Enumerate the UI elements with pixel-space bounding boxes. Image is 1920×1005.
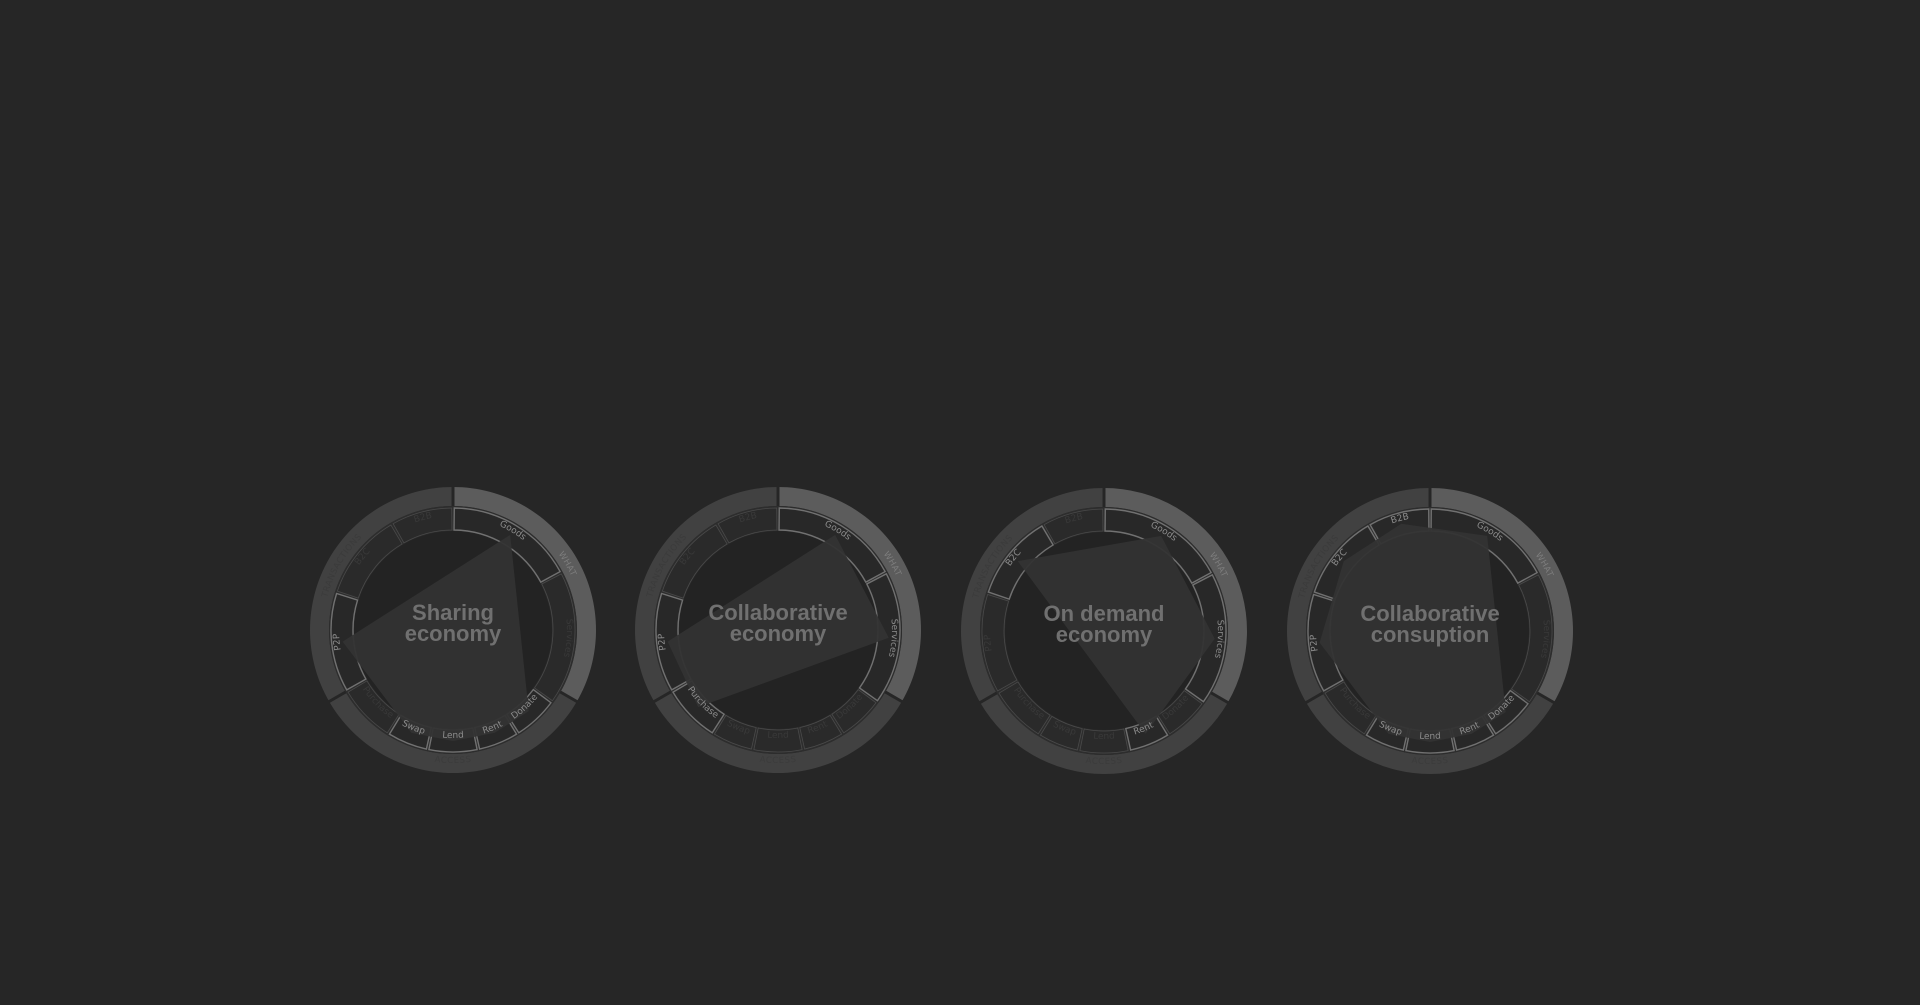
segment-b2b xyxy=(717,507,778,544)
what-ring-arc xyxy=(453,487,596,702)
transactions-ring-arc xyxy=(1287,487,1430,703)
ring-divider xyxy=(978,691,999,705)
ring-divider xyxy=(1304,691,1325,705)
segment-label-lend: Lend xyxy=(1419,731,1441,742)
dial-sharing-economy: GoodsServicesDonateRentLendSwapPurchaseP… xyxy=(310,486,596,773)
dial-collaborative-economy: GoodsServicesDonateRentLendSwapPurchaseP… xyxy=(635,486,921,773)
coverage-polygon xyxy=(667,534,889,708)
axis-label-access: ACCESS xyxy=(759,754,797,765)
segment-label-p2p: P2P xyxy=(657,633,669,651)
coverage-polygon xyxy=(1319,523,1506,742)
segment-label-b2b: B2B xyxy=(413,511,433,525)
dial-title-line: economy xyxy=(405,621,502,646)
ring-divider xyxy=(327,690,348,704)
dial-on-demand-economy: GoodsServicesDonateRentLendSwapPurchaseP… xyxy=(961,487,1247,775)
coverage-polygon xyxy=(1017,535,1215,734)
segment-label-p2p: P2P xyxy=(983,634,995,652)
ring-divider xyxy=(558,690,579,704)
segment-b2b xyxy=(392,507,453,544)
segment-label-lend: Lend xyxy=(767,730,789,741)
access-ring-arc xyxy=(1306,693,1554,775)
access-ring-arc xyxy=(329,692,577,773)
segment-label-lend: Lend xyxy=(1093,731,1115,742)
what-ring-arc xyxy=(1104,488,1247,703)
segment-label-services: Services xyxy=(886,618,899,658)
segment-label-lend: Lend xyxy=(442,730,464,741)
segment-label-p2p: P2P xyxy=(1309,634,1321,652)
axis-label-access: ACCESS xyxy=(1085,755,1123,766)
axis-label-access: ACCESS xyxy=(434,754,472,765)
dial-collaborative-consuption: GoodsServicesDonateRentLendSwapPurchaseP… xyxy=(1287,487,1573,775)
transactions-ring-arc xyxy=(635,487,778,702)
segment-swap xyxy=(713,714,757,750)
segment-services xyxy=(1510,574,1553,703)
segment-b2c xyxy=(661,524,728,599)
dial-title-line: Sharing xyxy=(412,600,494,625)
dial-title-line: consuption xyxy=(1371,622,1490,647)
segment-label-b2b: B2B xyxy=(1390,512,1410,526)
segment-label-b2b: B2B xyxy=(738,511,758,525)
segment-lend xyxy=(1079,728,1129,754)
segment-services xyxy=(533,573,576,702)
dial-title-line: On demand xyxy=(1043,601,1164,626)
coverage-polygon xyxy=(342,534,529,741)
segment-label-b2b: B2B xyxy=(1064,512,1084,526)
dial-title-line: economy xyxy=(1056,622,1153,647)
segment-label-p2p: P2P xyxy=(332,633,344,651)
transactions-ring-arc xyxy=(961,487,1104,703)
what-ring-arc xyxy=(1430,488,1573,703)
segment-lend xyxy=(753,727,803,753)
segment-rent xyxy=(799,714,843,750)
segment-donate xyxy=(831,689,877,734)
access-ring-arc xyxy=(654,692,902,773)
ring-divider xyxy=(1209,691,1230,705)
segment-purchase xyxy=(998,681,1051,735)
transactions-ring-arc xyxy=(310,487,453,702)
axis-label-access: ACCESS xyxy=(1411,755,1449,766)
segment-label-services: Services xyxy=(1212,619,1225,659)
segment-label-services: Services xyxy=(561,618,574,658)
what-ring-arc xyxy=(778,487,921,702)
ring-divider xyxy=(652,690,673,704)
dial-title-line: Collaborative xyxy=(1360,601,1499,626)
segment-b2b xyxy=(1043,508,1104,545)
segment-purchase xyxy=(1324,681,1377,735)
segment-b2c xyxy=(336,524,403,599)
access-ring-arc xyxy=(980,693,1228,775)
segment-purchase xyxy=(347,680,400,734)
dial-title-line: Collaborative xyxy=(708,600,847,625)
segment-label-services: Services xyxy=(1538,619,1551,659)
segment-swap xyxy=(1039,715,1083,751)
ring-divider xyxy=(1535,691,1556,705)
dial-title-line: economy xyxy=(730,621,827,646)
segment-p2p xyxy=(981,594,1018,692)
ring-divider xyxy=(883,690,904,704)
